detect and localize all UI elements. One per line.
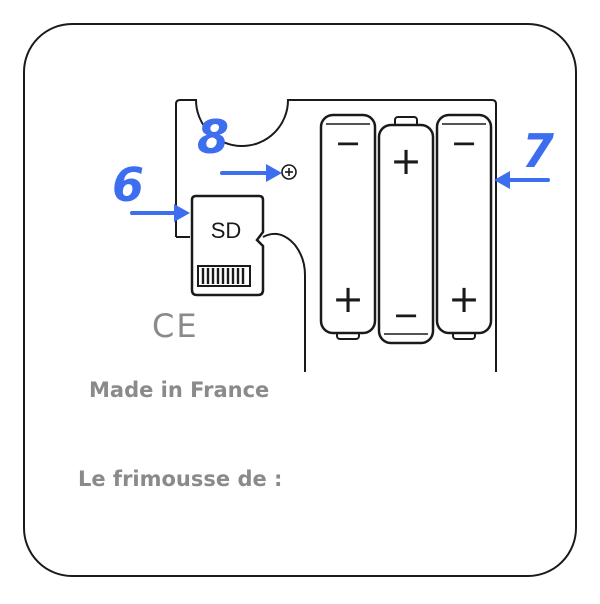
battery-2-bottom-symbol: − — [393, 296, 420, 334]
sd-card: SD — [190, 194, 265, 297]
battery-3-top-symbol: − — [451, 124, 478, 162]
battery-compartment-outline — [175, 99, 497, 372]
battery-2: + − — [377, 116, 435, 345]
sd-slot-curve — [262, 232, 306, 372]
arrow-right-icon — [220, 164, 282, 182]
battery-3-bottom-symbol: + — [448, 277, 480, 321]
made-in-label: Made in France — [89, 378, 270, 402]
screw-plus-icon — [281, 164, 297, 180]
arrow-left-icon — [494, 171, 550, 189]
outer-frame — [23, 23, 577, 577]
arrow-right-icon — [130, 204, 190, 222]
owner-label: Le frimousse de : — [78, 467, 283, 491]
callout-8: 8 — [197, 110, 230, 164]
ce-mark: CE — [152, 307, 199, 345]
sd-contacts — [197, 265, 251, 287]
battery-1: − + — [319, 113, 377, 340]
battery-2-top-symbol: + — [390, 139, 422, 183]
callout-6: 6 — [112, 158, 145, 212]
battery-1-top-symbol: − — [335, 124, 362, 162]
battery-3: − + — [435, 113, 493, 340]
sd-card-label: SD — [211, 218, 242, 243]
callout-7: 7 — [522, 124, 555, 178]
battery-1-bottom-symbol: + — [332, 277, 364, 321]
